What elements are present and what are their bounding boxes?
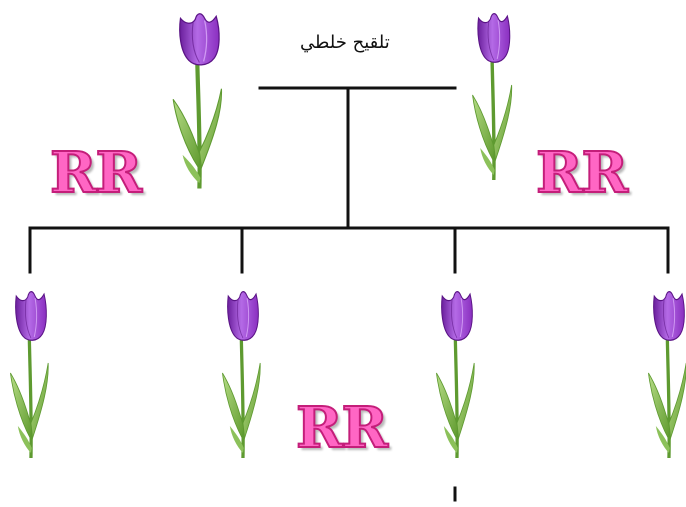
parent-genotype-right: RR	[535, 140, 629, 206]
tulip-icon	[8, 289, 51, 460]
tulip-icon	[646, 289, 686, 460]
tulip-icon	[434, 289, 477, 460]
cross-label: تلقيح خلطي	[300, 32, 390, 53]
offspring-genotype: RR	[295, 395, 389, 461]
tulip-icon	[220, 289, 263, 460]
tulip-icon	[470, 11, 514, 182]
tulip-icon	[173, 14, 221, 189]
parent-genotype-left: RR	[49, 140, 143, 206]
